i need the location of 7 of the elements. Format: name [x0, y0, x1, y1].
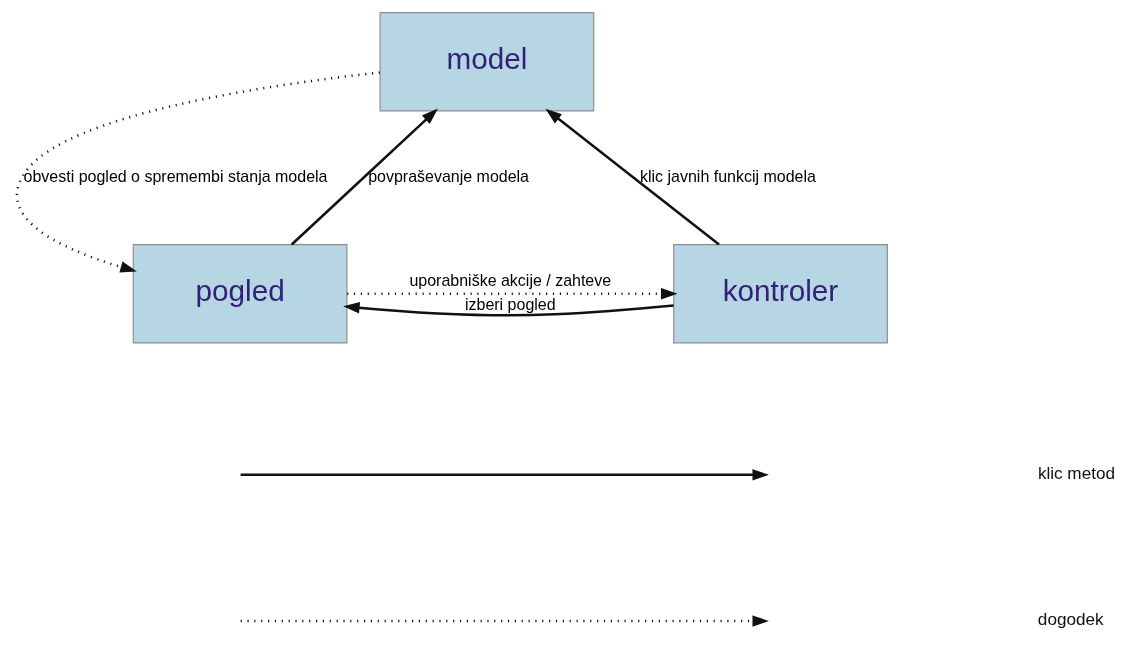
edge-label: povpraševanje modela: [367, 167, 529, 185]
edge-label: klic javnih funkcij modela: [639, 167, 816, 185]
edge-label: uporabniške akcije / zahteve: [408, 271, 611, 289]
edge-label: obvesti pogled o spremembi stanja modela: [23, 167, 327, 185]
legend-label: klic metod: [1037, 462, 1115, 483]
edge-label: izberi pogled: [464, 295, 556, 313]
legend-label: dogodek: [1037, 609, 1104, 630]
